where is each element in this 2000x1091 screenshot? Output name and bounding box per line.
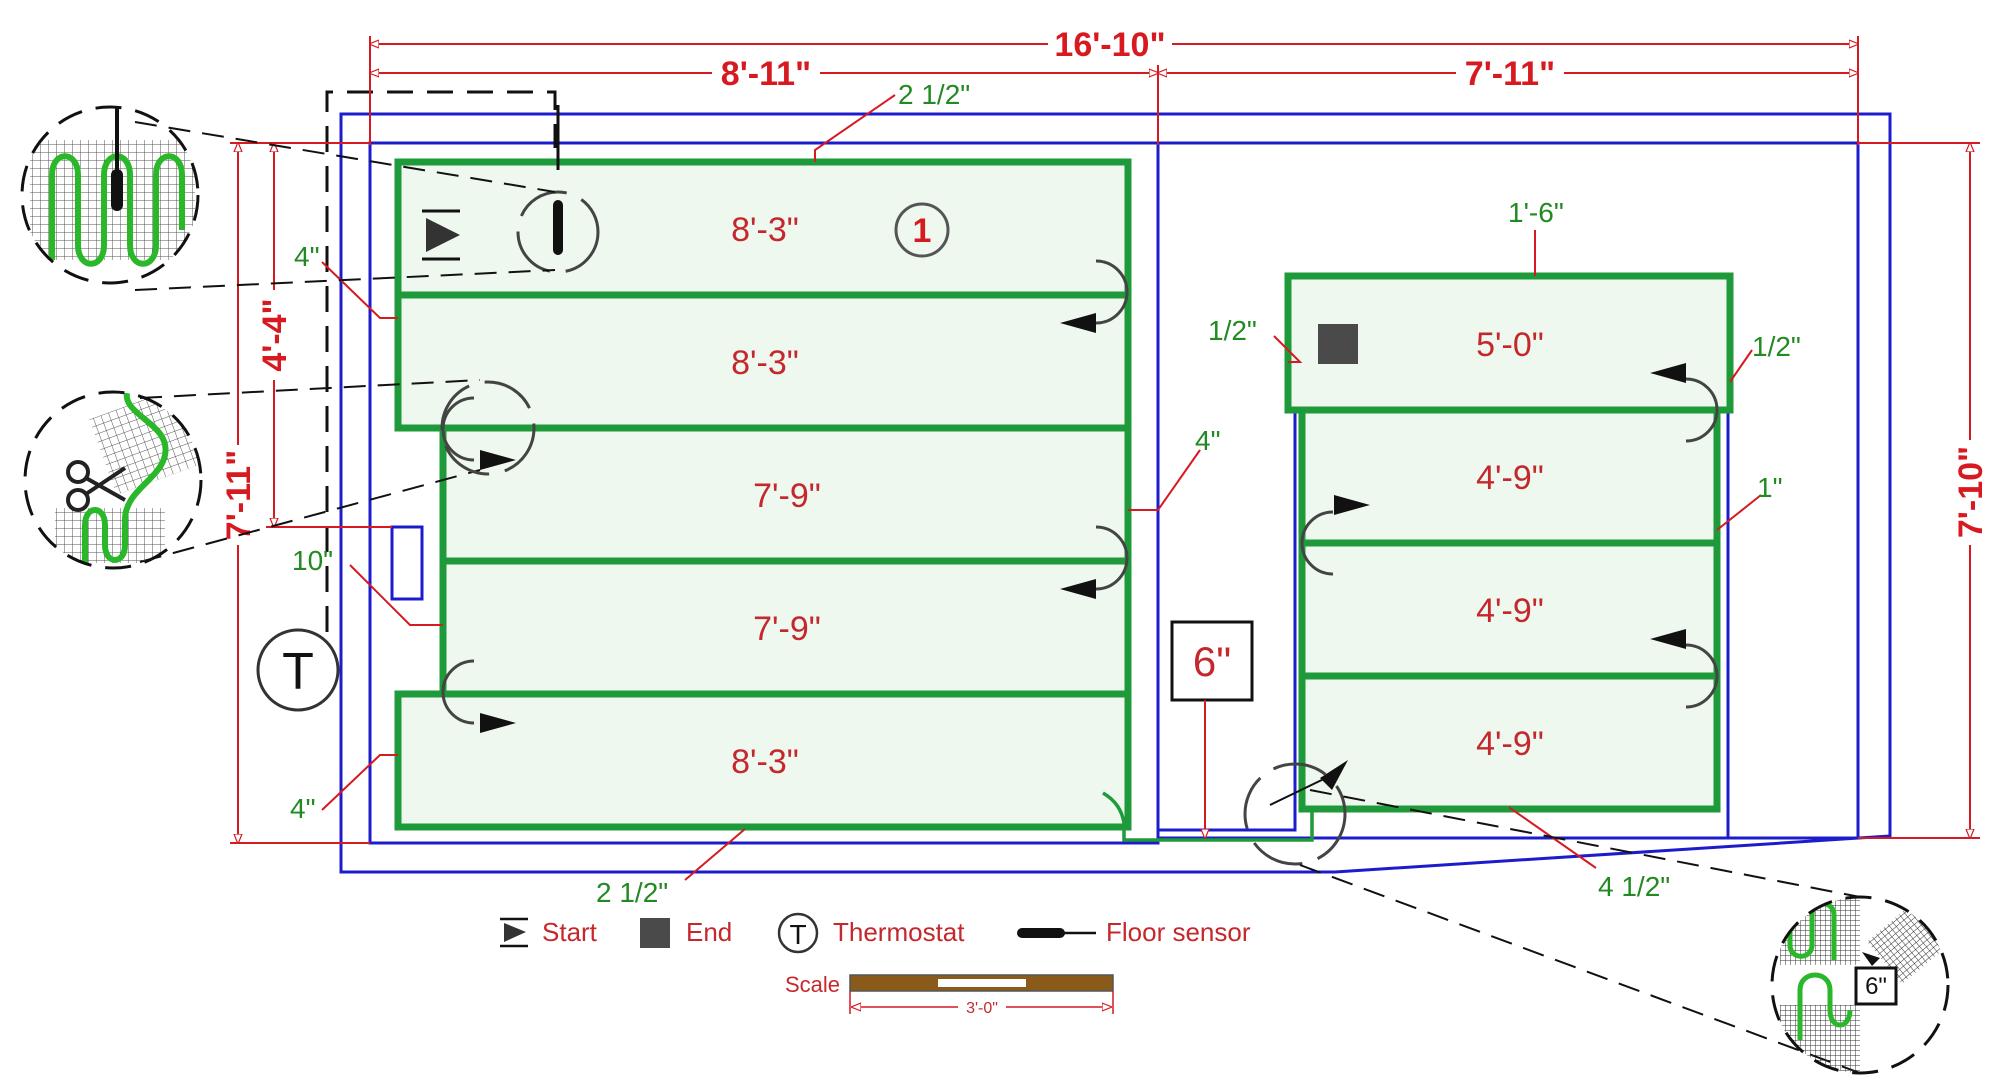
right-strip-2 [1298, 406, 1721, 547]
detail-callout-end: 6" [1243, 762, 1950, 1075]
svg-text:1: 1 [913, 212, 932, 250]
arrow-right-icon [480, 713, 516, 733]
right-heating-mats: 5'-0" 4'-9" 4'-9" 4'-9" [1284, 272, 1734, 813]
start-marker [422, 209, 460, 261]
floor-sensor-box-label: 6" [1193, 638, 1231, 685]
left-strip-3-length: 7'-9" [753, 477, 821, 515]
end-detail-box-label: 6" [1865, 973, 1887, 1000]
left-strip-3 [439, 424, 1132, 565]
arrow-left-icon [1650, 363, 1686, 383]
center-gap-label: 4" [1195, 425, 1221, 456]
svg-text:Floor sensor: Floor sensor [1106, 917, 1251, 947]
arrow-left-icon [1060, 579, 1096, 599]
arrow-up-icon [1320, 760, 1348, 790]
right-height-label: 7'-10" [1952, 446, 1990, 538]
thermostat-box [390, 525, 424, 601]
left-strip-1 [394, 158, 1132, 299]
detail-callout-sensor [20, 105, 556, 291]
clearance-labels: 2 1/2" 2 1/2" 4" 4" 10" 4" 1'-6" 1/2" 1/… [290, 79, 1801, 908]
start-triangle-icon [426, 218, 460, 252]
thermostat-symbol: T [256, 628, 340, 712]
right-strip-3-length: 4'-9" [1476, 592, 1544, 630]
left-top-clearance: 4" [294, 241, 320, 272]
scale-bar: Scale 3'-0" [785, 972, 1114, 1017]
zone-number-badge: 1 [894, 202, 950, 258]
left-strip-5 [394, 690, 1132, 831]
dashed-wall-outline [325, 90, 557, 632]
left-strip-2-length: 8'-3" [731, 344, 799, 382]
sensor-detail-circle [20, 105, 200, 285]
turn-arrow-icon [1300, 510, 1334, 576]
legend-floor-sensor: Floor sensor [1017, 917, 1251, 947]
left-strip-4-length: 7'-9" [753, 610, 821, 648]
right-strip-3 [1298, 539, 1721, 680]
legend-thermostat: T Thermostat [777, 912, 965, 954]
right-width-label: 7'-11" [1465, 55, 1555, 93]
thermostat-icon: T [282, 643, 314, 701]
turn-arrow-icon [1095, 525, 1129, 591]
outer-wall [339, 112, 1892, 874]
right-strip-1-length: 5'-0" [1476, 326, 1544, 364]
right-right-half-label: 1/2" [1752, 331, 1801, 362]
left-strip-4 [439, 557, 1132, 698]
legend-start: Start [500, 917, 598, 948]
arrow-right-icon [480, 450, 516, 470]
right-one-inch-label: 1" [1757, 472, 1783, 503]
connecting-cable [1102, 791, 1314, 842]
turn-arrow-icon [1685, 377, 1719, 443]
left-strip-1-length: 8'-3" [731, 211, 799, 249]
dimension-labels: 16'-10" 8'-11" 7'-11" 7'-11" 4'-4" 7'-10… [220, 26, 1990, 545]
top-gap-label: 2 1/2" [898, 79, 970, 110]
svg-text:Thermostat: Thermostat [833, 917, 965, 947]
svg-text:End: End [686, 917, 732, 947]
legend: Start End T Thermostat Floor sensor [500, 912, 1251, 954]
right-strip-4-length: 4'-9" [1476, 725, 1544, 763]
inner-height-label: 4'-4" [256, 298, 294, 371]
left-bottom-clearance: 4" [290, 793, 316, 824]
cut-detail-circle [23, 390, 203, 570]
end-square-icon [640, 918, 670, 948]
turn-arrow-icon [1095, 259, 1129, 325]
right-strip-1 [1284, 272, 1734, 414]
end-detail-circle [1770, 895, 1950, 1075]
turn-arrow-heads [480, 313, 1686, 790]
arrow-left-icon [1650, 629, 1686, 649]
scale-length: 3'-0" [966, 1000, 998, 1017]
scale-label: Scale [785, 972, 840, 997]
left-middle-clearance: 10" [292, 545, 333, 576]
left-width-label: 8'-11" [721, 55, 811, 93]
bottom-gap-label: 2 1/2" [596, 877, 668, 908]
right-strip-2-length: 4'-9" [1476, 459, 1544, 497]
end-square-icon [1318, 324, 1358, 364]
left-strip-5-length: 8'-3" [731, 743, 799, 781]
clearance-leaders [321, 94, 1762, 881]
arrow-right-icon [1334, 495, 1370, 515]
right-room-wall [1156, 141, 1860, 840]
right-left-half-label: 1/2" [1208, 315, 1257, 346]
floor-sensor-box: 6" [1170, 620, 1254, 838]
arrow-left-icon [1060, 313, 1096, 333]
start-triangle-icon [504, 923, 526, 942]
legend-end: End [640, 917, 732, 948]
right-bottom-gap-label: 4 1/2" [1598, 871, 1670, 902]
right-top-gap-label: 1'-6" [1508, 197, 1564, 228]
thermostat-icon: T [789, 919, 806, 950]
left-height-label: 7'-11" [220, 450, 258, 540]
turn-arrow-icon [441, 659, 475, 725]
detail-callout-cut [23, 379, 536, 570]
right-strip-4 [1298, 672, 1721, 813]
turn-arrow-icon [1685, 643, 1719, 709]
svg-text:Start: Start [542, 917, 598, 947]
left-heating-mats: 8'-3" 8'-3" 7'-9" 7'-9" 8'-3" [394, 158, 1132, 831]
floor-sensor [516, 105, 600, 274]
overall-width-label: 16'-10" [1054, 26, 1165, 64]
scissors-icon [66, 460, 127, 512]
